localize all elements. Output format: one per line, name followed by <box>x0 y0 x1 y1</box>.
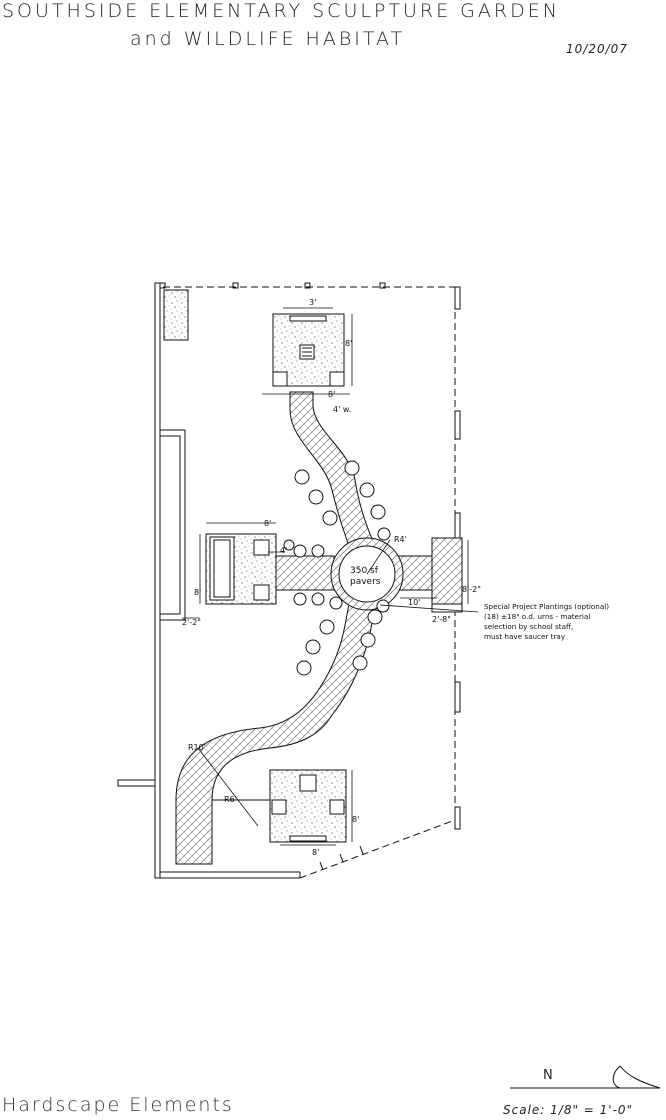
center-area-label: 350 sf <box>350 566 379 576</box>
dim-left-height: 8' <box>194 588 201 597</box>
dim-top-width: 3' <box>309 298 316 307</box>
dim-curve-outer: R10' <box>188 743 206 752</box>
planting-urns <box>283 460 391 676</box>
dim-bottom-height: 8' <box>352 815 359 824</box>
left-sculpture-pad <box>205 533 277 605</box>
dim-top-bottom: 8' <box>328 390 335 399</box>
site-boundary <box>117 282 461 879</box>
dim-bottom-width: 8' <box>312 848 319 857</box>
dim-walk-width: 4' w. <box>333 405 351 414</box>
dim-left-walk: 4' <box>280 546 287 555</box>
note-line-2: (18) ±18" o.d. urns - material <box>484 612 590 621</box>
dim-left-offset: 2'-2" <box>182 618 201 627</box>
dim-curve-inner: R6' <box>224 795 237 804</box>
note-line-1: Special Project Plantings (optional) <box>484 602 609 611</box>
dim-circle-radius: R4' <box>394 535 407 544</box>
bottom-sculpture-pad <box>269 769 347 843</box>
dim-left-width: 8' <box>264 519 271 528</box>
scale-label: Scale: 1/8" = 1'-0" <box>503 1103 634 1117</box>
dim-top-height: 8' <box>345 339 352 348</box>
dimension-lines <box>182 307 479 846</box>
dim-center-gap: 10' <box>408 598 420 607</box>
note-line-4: must have saucer tray <box>484 632 566 641</box>
drawing-title-line2: and WILDLIFE HABITAT <box>130 28 406 50</box>
sheet-title: Hardscape Elements <box>2 1094 234 1116</box>
drawing-title-line1: SOUTHSIDE ELEMENTARY SCULPTURE GARDEN <box>2 0 560 22</box>
note-line-3: selection by school staff, <box>484 622 573 631</box>
north-arrow-icon <box>510 1065 661 1089</box>
corner-planter <box>163 289 189 341</box>
dim-right-height: 8'-2" <box>462 585 481 594</box>
center-material-label: pavers <box>350 577 381 587</box>
drawing-date: 10/20/07 <box>566 42 628 56</box>
top-sculpture-pad <box>272 313 345 387</box>
north-label: N <box>543 1068 553 1083</box>
walkway-paving <box>175 391 463 865</box>
dim-right-bottom: 2'-8" <box>432 615 451 624</box>
